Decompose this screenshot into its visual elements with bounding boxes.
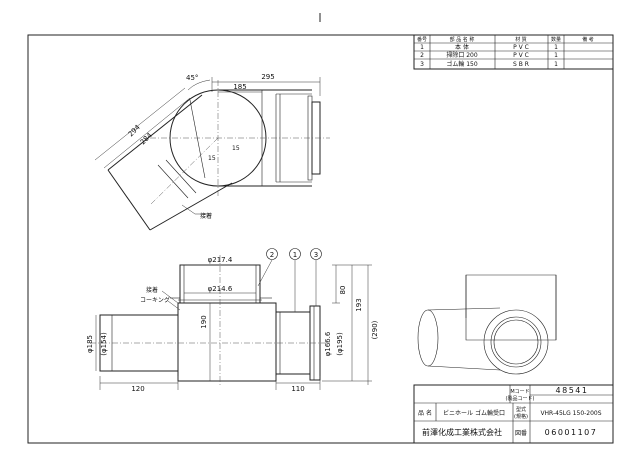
- plan-label-adhesive: 接着: [200, 212, 212, 220]
- balloon-3: 3: [314, 251, 318, 259]
- mcode-value: 48541: [556, 386, 589, 395]
- parts-row-2-qty: 1: [554, 52, 558, 59]
- front-dim-190: 190: [200, 315, 208, 328]
- plan-dim-284: 284: [139, 131, 154, 146]
- front-dim-phi217: φ217.4: [208, 256, 233, 264]
- parts-row-2-material: P V C: [513, 52, 529, 59]
- front-dim-phi154: (φ154): [100, 332, 108, 356]
- front-label-adhesive: 接着: [146, 286, 158, 294]
- front-dim-phi195: (φ195): [336, 332, 344, 356]
- drawing-number-label: 図番: [515, 430, 527, 437]
- plan-dim-295: 295: [261, 73, 274, 81]
- mcode-label-1: Mコード: [510, 389, 529, 395]
- front-dim-120: 120: [131, 385, 144, 393]
- parts-table: 番号 部 品 名 称 材 質 数量 備 考 1 本 体 P V C 1 2 掃除…: [413, 34, 614, 70]
- parts-row-3-no: 3: [420, 61, 424, 68]
- parts-header-name: 部 品 名 称: [450, 36, 475, 43]
- mcode-label-2: (製品コード): [506, 395, 535, 402]
- front-view: φ217.4 φ214.6 190 80 193 (290) φ185 (φ15…: [86, 248, 379, 393]
- parts-row-2-no: 2: [420, 52, 424, 59]
- balloon-1: 1: [293, 251, 297, 259]
- model-label-2: (規格): [514, 413, 528, 420]
- name-label: 品 名: [418, 409, 432, 417]
- parts-header-material: 材 質: [515, 36, 527, 43]
- parts-row-3-material: S B R: [513, 61, 529, 68]
- plan-dim-15-a: 15: [232, 145, 240, 152]
- company-name: 前澤化成工業株式会社: [422, 427, 502, 437]
- model-value: VHR-45LG 150-200S: [540, 410, 601, 417]
- plan-dim-294: 294: [127, 123, 142, 138]
- drawing-number-value: 06001107: [545, 428, 598, 437]
- drawing-frame: [27, 34, 614, 444]
- parts-row-3-qty: 1: [554, 61, 558, 68]
- plan-dim-45deg: 45°: [186, 74, 198, 82]
- balloon-2: 2: [270, 251, 274, 259]
- parts-row-3-name: ゴム輪 150: [446, 60, 478, 68]
- parts-row-2-name: 掃除口 200: [446, 51, 478, 59]
- title-block: Mコード (製品コード) 48541 品 名 ビニホール ゴム輪受口 型式 (規…: [413, 384, 614, 444]
- model-label-1: 型式: [516, 406, 526, 413]
- plan-dim-185: 185: [233, 83, 246, 91]
- name-value: ビニホール ゴム輪受口: [443, 409, 505, 417]
- parts-row-1-no: 1: [420, 44, 424, 51]
- parts-row-1-name: 本 体: [455, 43, 469, 51]
- front-dim-phi185: φ185: [86, 335, 94, 353]
- front-dim-80: 80: [339, 286, 347, 295]
- front-dim-290: (290): [371, 320, 379, 339]
- parts-header-no: 番号: [417, 36, 427, 43]
- front-dim-110: 110: [291, 385, 304, 393]
- isometric-view: [417, 274, 557, 375]
- front-dim-193: 193: [355, 298, 363, 311]
- front-dim-phi166: φ166.6: [324, 331, 332, 356]
- front-dim-phi214: φ214.6: [208, 285, 233, 293]
- parts-row-1-qty: 1: [554, 44, 558, 51]
- parts-header-qty: 数量: [551, 36, 561, 43]
- plan-dim-15-b: 15: [208, 155, 216, 162]
- parts-header-note: 備 考: [582, 36, 594, 43]
- plan-view: 295 185 294 284 45° 15 15 接着: [94, 73, 330, 231]
- parts-row-1-material: P V C: [513, 44, 529, 51]
- front-label-caulking: コーキング: [140, 296, 170, 304]
